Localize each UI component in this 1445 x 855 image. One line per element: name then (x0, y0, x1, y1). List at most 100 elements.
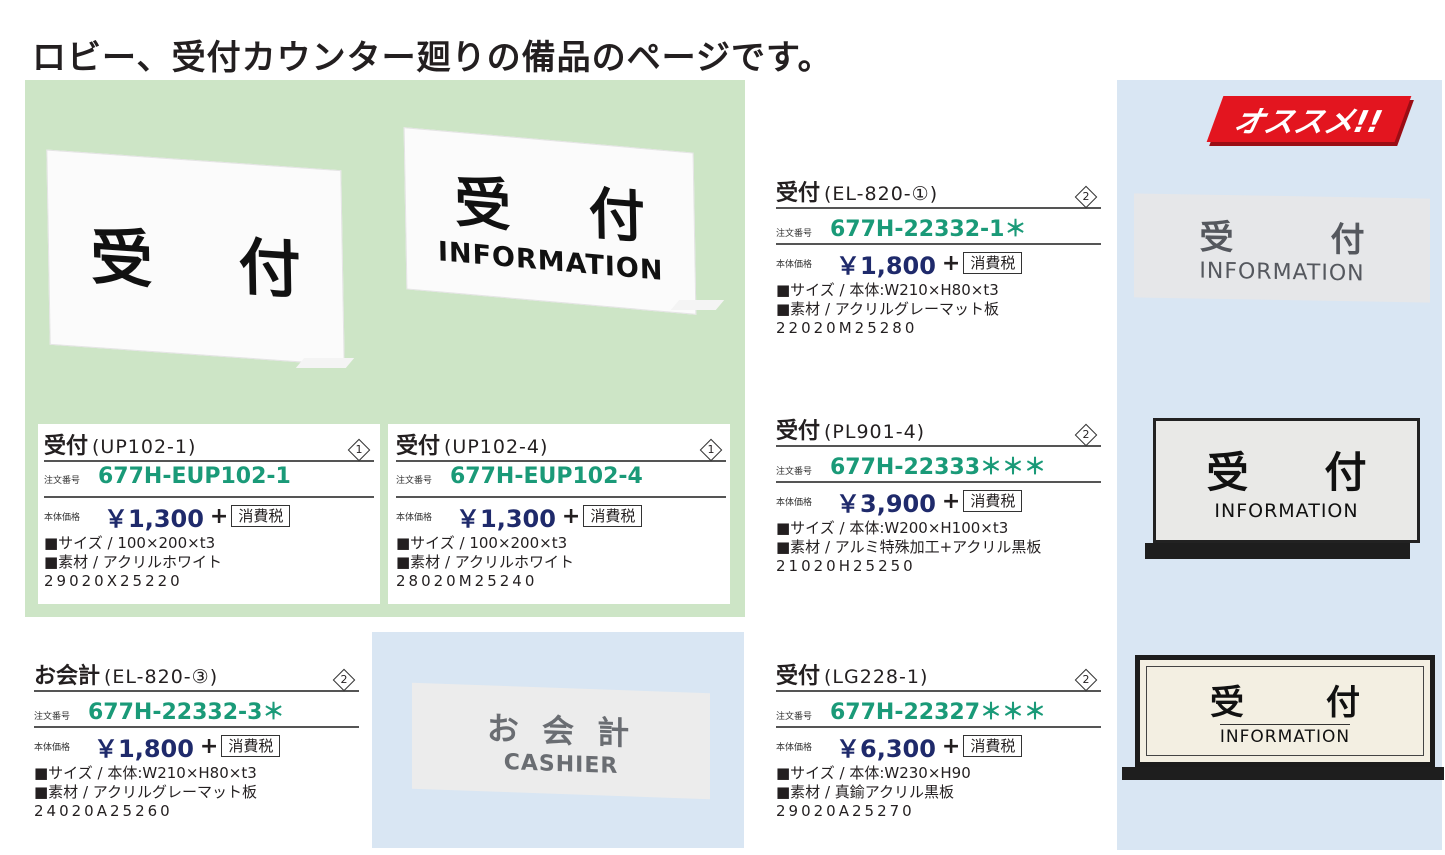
sign-kanji: 受 (1210, 683, 1244, 723)
sign-kanji: 受 (1206, 448, 1249, 497)
product-code: 21020H25250 (776, 557, 916, 575)
price-label: 本体価格 (34, 742, 71, 753)
order-code: 677H-22332-1＊ (830, 217, 1027, 242)
order-no-label: 注文番号 (776, 712, 813, 722)
spec-size: ■サイズ / 100×200×t3 (396, 534, 568, 552)
recommended-badge: オススメ!! (1206, 96, 1412, 142)
tax-box: 消費税 (583, 505, 643, 527)
product-name: 受付 (776, 664, 821, 689)
product-name: お会計 (34, 664, 101, 689)
plus-sign: + (209, 503, 229, 529)
product-image-up102-1: 受 付 (46, 149, 345, 366)
tax-box: 消費税 (231, 505, 291, 527)
card-bg (388, 424, 730, 604)
product-info-el820-1: 受付(EL-820-①) 2 注文番号 677H-22332-1＊ 本体価格 ￥1,… (776, 175, 1101, 338)
price: ￥6,300 (836, 734, 936, 763)
product-image-lg228-1: 受 付 INFORMATION (1135, 655, 1435, 767)
spec-material: ■素材 / 真鍮アクリル黒板 (776, 783, 955, 801)
price-label: 本体価格 (776, 497, 813, 508)
product-image-pl901-4: 受 付 INFORMATION (1153, 418, 1420, 543)
order-no-label: 注文番号 (396, 476, 433, 486)
product-model: (EL-820-①) (824, 183, 939, 205)
price: ￥1,300 (104, 504, 204, 533)
tax-box: 消費税 (221, 735, 281, 757)
sign-foot (295, 358, 355, 368)
page-title: ロビー、受付カウンター廻りの備品のページです。 (32, 38, 833, 78)
order-code: 677H-EUP102-4 (450, 464, 643, 489)
product-info-up102-4: 受付(UP102-4) 1 注文番号 677H-EUP102-4 本体価格 ￥1,3… (396, 428, 726, 591)
sign-base (1122, 767, 1444, 780)
order-no-label: 注文番号 (776, 229, 813, 239)
section-diamond-icon: 1 (700, 439, 722, 461)
plus-sign: + (199, 733, 219, 759)
section-diamond-icon: 2 (333, 669, 355, 691)
price-label: 本体価格 (396, 512, 433, 523)
product-code: 29020X25220 (44, 572, 183, 590)
product-model: (EL-820-③) (104, 666, 219, 688)
order-code: 677H-EUP102-1 (98, 464, 291, 489)
product-code: 24020A25260 (34, 802, 173, 820)
section-diamond-icon: 2 (1075, 669, 1097, 691)
sign-kanji: 受 (1199, 217, 1234, 259)
sign-border (1146, 666, 1424, 756)
sign-english: INFORMATION (1214, 500, 1359, 522)
spec-size: ■サイズ / 本体:W210×H80×t3 (34, 764, 257, 782)
price-label: 本体価格 (776, 742, 813, 753)
section-diamond-icon: 1 (348, 439, 370, 461)
product-name: 受付 (776, 181, 821, 206)
product-info-el820-3: お会計(EL-820-③) 2 注文番号 677H-22332-3＊ 本体価格 ￥1… (34, 658, 359, 821)
price-label: 本体価格 (44, 512, 81, 523)
product-name: 受付 (44, 434, 89, 459)
spec-material: ■素材 / アクリルグレーマット板 (34, 783, 258, 801)
tax-box: 消費税 (963, 735, 1023, 757)
price: ￥1,300 (456, 504, 556, 533)
spec-size: ■サイズ / 本体:W210×H80×t3 (776, 281, 999, 299)
product-image-el820-1: 受 付 INFORMATION (1134, 193, 1430, 303)
spec-size: ■サイズ / 本体:W200×H100×t3 (776, 519, 1009, 537)
price: ￥1,800 (836, 251, 936, 280)
tax-box: 消費税 (963, 490, 1023, 512)
sign-english: CASHIER (503, 749, 619, 779)
sign-kanji: 付 (1326, 683, 1360, 723)
sign-english: INFORMATION (1199, 258, 1365, 287)
product-model: (LG228-1) (824, 666, 929, 688)
product-image-el820-3: お 会 計 CASHIER (412, 682, 710, 800)
order-code: 677H-22327＊＊＊ (830, 700, 1047, 725)
plus-sign: + (941, 250, 961, 276)
order-no-label: 注文番号 (44, 476, 81, 486)
price-label: 本体価格 (776, 259, 813, 270)
spec-material: ■素材 / アルミ特殊加工+アクリル黒板 (776, 538, 1042, 556)
spec-size: ■サイズ / 本体:W230×H90 (776, 764, 971, 782)
order-no-label: 注文番号 (776, 467, 813, 477)
product-image-up102-4: 受 付 INFORMATION (403, 127, 697, 315)
product-info-up102-1: 受付(UP102-1) 1 注文番号 677H-EUP102-1 本体価格 ￥1,3… (44, 428, 374, 591)
order-no-label: 注文番号 (34, 712, 71, 722)
product-code: 29020A25270 (776, 802, 915, 820)
product-info-lg228-1: 受付(LG228-1) 2 注文番号 677H-22327＊＊＊ 本体価格 ￥6,3… (776, 658, 1101, 821)
sign-kanji: 受 (89, 219, 154, 297)
sign-foot (670, 300, 725, 310)
price: ￥3,900 (836, 489, 936, 518)
sign-kanji: 付 (1324, 448, 1367, 497)
sign-kanji: 付 (588, 180, 646, 252)
product-name: 受付 (776, 419, 821, 444)
sign-kanji: 付 (1330, 219, 1365, 261)
section-diamond-icon: 2 (1075, 186, 1097, 208)
order-code: 677H-22332-3＊ (88, 700, 285, 725)
price: ￥1,800 (94, 734, 194, 763)
sign-english: INFORMATION (1219, 724, 1351, 747)
product-name: 受付 (396, 434, 441, 459)
plus-sign: + (561, 503, 581, 529)
sign-kanji: 付 (237, 229, 302, 307)
plus-sign: + (941, 733, 961, 759)
card-bg (38, 424, 380, 604)
tax-box: 消費税 (963, 252, 1023, 274)
order-code: 677H-22333＊＊＊ (830, 455, 1047, 480)
plus-sign: + (941, 488, 961, 514)
product-model: (UP102-4) (444, 436, 549, 458)
product-code: 22020M25280 (776, 319, 918, 337)
product-model: (UP102-1) (92, 436, 197, 458)
spec-size: ■サイズ / 100×200×t3 (44, 534, 216, 552)
spec-material: ■素材 / アクリルホワイト (44, 553, 223, 571)
spec-material: ■素材 / アクリルホワイト (396, 553, 575, 571)
